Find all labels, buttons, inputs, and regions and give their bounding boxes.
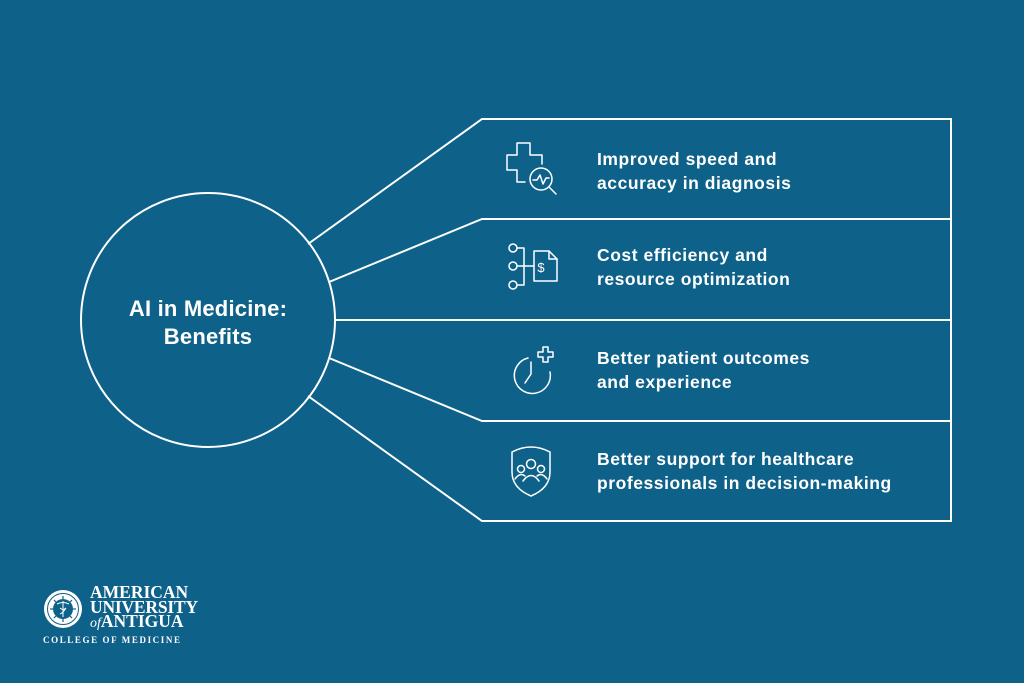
benefit-2-line2: resource optimization [597,268,791,289]
logo-line-college: COLLEGE OF MEDICINE [43,635,182,645]
benefit-3-line2: and experience [597,371,733,392]
benefit-3-line1: Better patient outcomes [597,348,810,368]
shield-people-icon [511,446,551,497]
logo-line-university: UNIVERSITY [90,596,198,617]
benefit-item-3: Better patient outcomes and experience [597,347,947,394]
clock-plus-icon [513,346,554,395]
benefit-4-line1: Better support for healthcare [597,449,855,469]
connector-2 [328,218,951,283]
benefit-2-line1: Cost efficiency and [597,245,768,265]
benefit-item-2: Cost efficiency and resource optimizatio… [597,244,947,291]
connector-4 [328,357,951,422]
benefit-item-4: Better support for healthcare profession… [597,448,947,495]
svg-text:$: $ [537,260,545,275]
connector-1 [307,118,951,245]
hub-title: AI in Medicine: Benefits [80,295,336,351]
logo-of: of [90,616,101,631]
university-logo: AMERICAN UNIVERSITY ofANTIGUA COLLEGE OF… [40,582,205,647]
benefit-1-line2: accuracy in diagnosis [597,172,792,193]
benefit-4-line2: professionals in decision-making [597,472,892,493]
logo-line-american: AMERICAN [90,582,189,602]
connector-lines [307,118,952,522]
network-nodes-dollar-document-icon: $ [508,243,558,290]
hub-title-line2: Benefits [163,324,253,349]
benefit-item-1: Improved speed and accuracy in diagnosis [597,148,947,195]
medical-cross-magnifier-pulse-icon [506,142,557,195]
connector-5 [307,395,951,522]
logo-line-antigua: ofANTIGUA [90,611,198,631]
hub-title-line1: AI in Medicine: [128,296,288,321]
logo-wordmark: AMERICAN UNIVERSITY ofANTIGUA [90,582,198,631]
benefit-1-line1: Improved speed and [597,149,778,169]
logo-antigua: ANTIGUA [100,611,184,631]
university-seal-icon [44,590,82,628]
